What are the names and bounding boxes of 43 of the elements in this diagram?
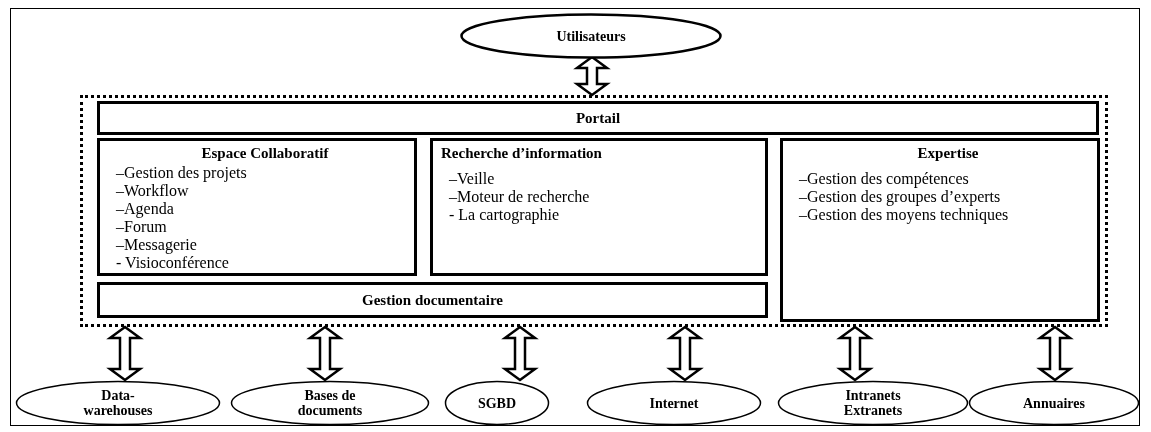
list-item: - La cartographie [449, 206, 561, 224]
node-label: Intranets Extranets [842, 388, 904, 418]
module-title: Gestion documentaire [362, 291, 503, 309]
double-arrow [501, 325, 539, 382]
module-box [430, 138, 768, 276]
module-title: Portail [575, 109, 621, 127]
ellipse-node [777, 380, 969, 426]
portal-container [80, 95, 1108, 327]
ellipse-node [460, 13, 722, 59]
ellipse-node [15, 380, 221, 426]
node-label: Utilisateurs [556, 28, 626, 44]
list-item: –Gestion des moyens techniques [799, 206, 1010, 224]
list-item: - Visioconférence [116, 254, 230, 272]
node-label: Annuaires [1023, 395, 1085, 411]
list-item: –Veille [449, 170, 496, 188]
double-arrow [666, 325, 704, 382]
list-item: –Agenda [116, 200, 175, 218]
node-label: Data-warehouses [82, 388, 154, 418]
ellipse-node [230, 380, 430, 426]
double-arrow [306, 325, 344, 382]
list-item: –Gestion des projets [116, 164, 248, 182]
double-arrow [106, 325, 144, 382]
ellipse-node [968, 380, 1140, 426]
ellipse-node [586, 380, 762, 426]
list-item: –Moteur de recherche [449, 188, 591, 206]
list-item: –Workflow [116, 182, 190, 200]
node-label: Internet [649, 395, 699, 411]
list-item: –Messagerie [116, 236, 198, 254]
list-item: –Forum [116, 218, 168, 236]
module-title: Expertise [916, 145, 980, 162]
list-item: –Gestion des groupes d’experts [799, 188, 1002, 206]
node-label: SGBD [477, 395, 517, 411]
double-arrow [1036, 325, 1074, 382]
module-bar [97, 282, 768, 318]
double-arrow [836, 325, 874, 382]
node-label: Bases de documents [296, 388, 364, 418]
ellipse-node [444, 380, 550, 426]
list-item: –Gestion des compétences [799, 170, 970, 188]
module-box [97, 138, 417, 276]
module-bar [97, 101, 1099, 135]
module-title: Recherche d’information [441, 145, 603, 162]
module-box [780, 138, 1100, 322]
module-title: Espace Collaboratif [200, 145, 330, 162]
